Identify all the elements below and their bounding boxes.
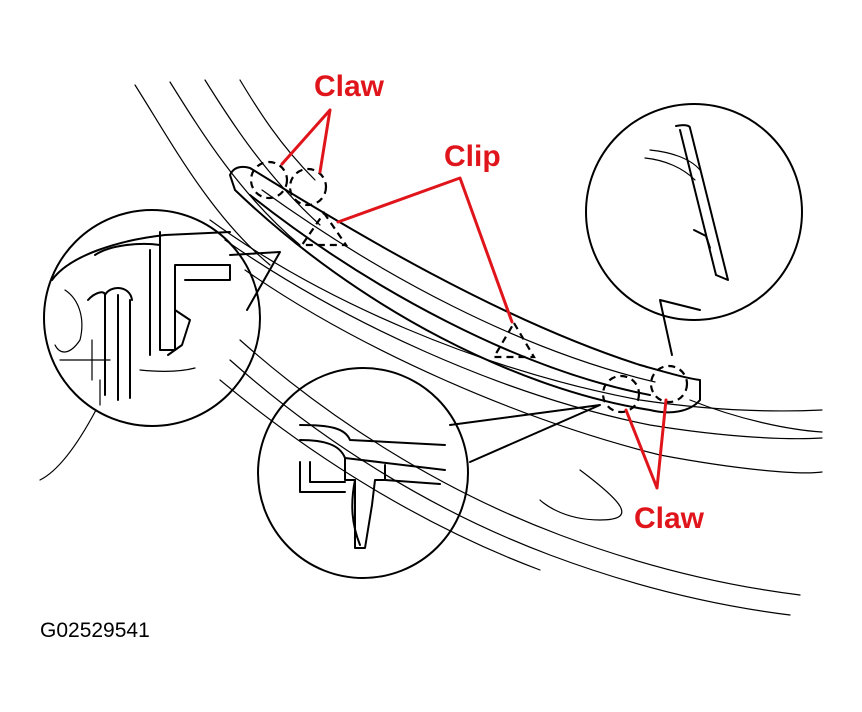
detail-bubble-bottom	[257, 367, 601, 579]
claw-marker-1	[249, 160, 289, 200]
clip-marker-2	[492, 320, 536, 359]
detail-bubble-left	[43, 209, 281, 427]
detail-bubble-right	[585, 103, 803, 356]
clip-marker-1	[299, 211, 349, 247]
claw-marker-2	[288, 167, 328, 207]
claw-marker-4	[649, 364, 689, 404]
body-contours	[39, 79, 823, 616]
claw-marker-3	[601, 374, 641, 414]
clip-label: Clip	[444, 140, 501, 173]
fastener-markers	[249, 160, 689, 414]
trim-strip	[229, 165, 701, 414]
leader-lines	[280, 108, 668, 490]
figure-code: G02529541	[40, 619, 150, 642]
claw-label-bottom: Claw	[634, 502, 705, 535]
claw-label-top: Claw	[314, 70, 385, 103]
